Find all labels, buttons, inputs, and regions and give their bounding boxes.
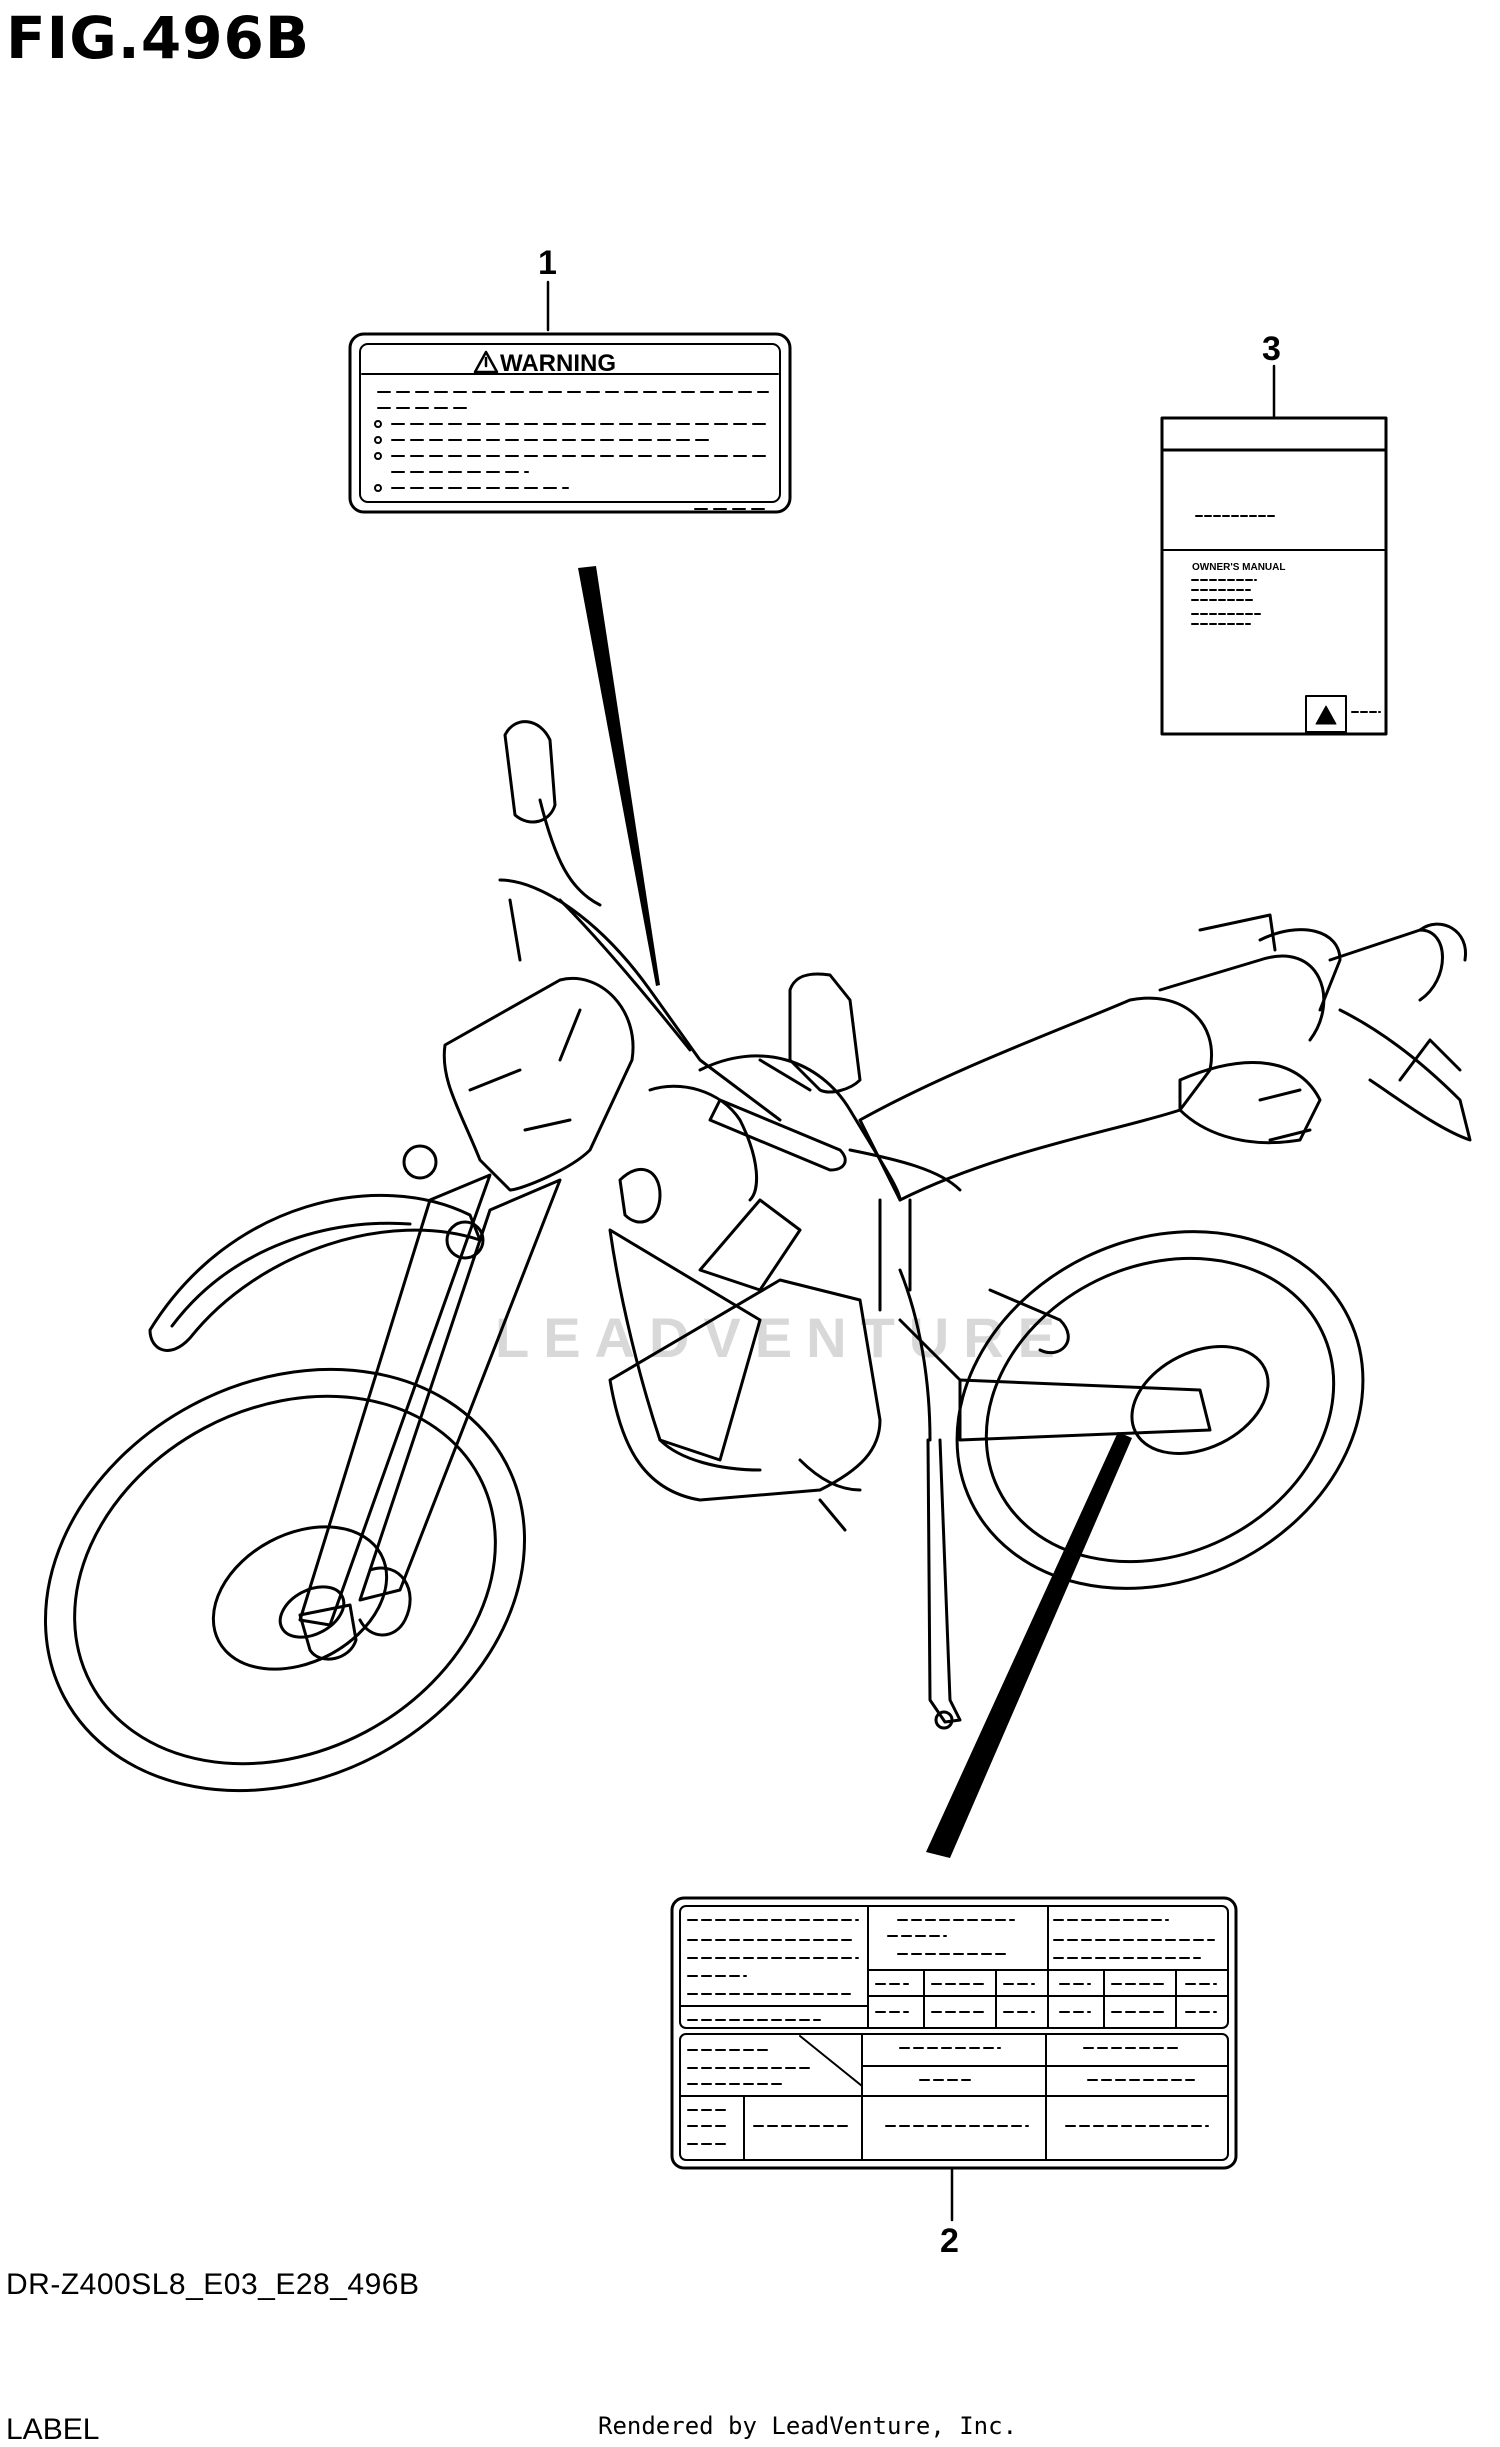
warning-label-heading: WARNING (500, 350, 616, 377)
callout-1[interactable]: 1 (538, 244, 557, 282)
info-label[interactable] (670, 1896, 1238, 2170)
render-credit: Rendered by LeadVenture, Inc. (598, 2412, 1018, 2440)
callout-2[interactable]: 2 (940, 2222, 959, 2260)
section-name: LABEL (6, 2413, 100, 2446)
watermark: LEADVENTURE (495, 1306, 1070, 1369)
model-code: DR-Z400SL8_E03_E28_496B (6, 2268, 420, 2301)
motorcycle-illustration (43, 720, 1472, 1793)
figure-title: FIG.496B (6, 4, 311, 72)
owners-manual-title: OWNER'S MANUAL (1192, 562, 1285, 573)
warning-label[interactable] (348, 332, 792, 514)
callout-3[interactable]: 3 (1262, 330, 1281, 368)
owners-manual[interactable] (1160, 416, 1388, 736)
